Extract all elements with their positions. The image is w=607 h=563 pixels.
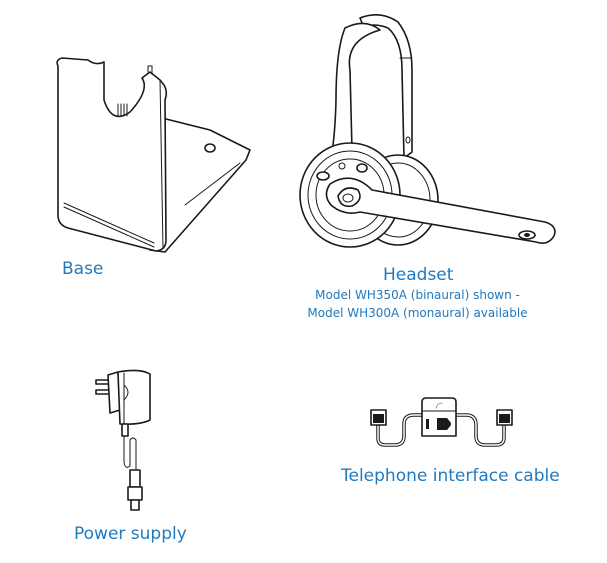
power-supply-label: Power supply [74,524,187,544]
headset-model-note-1: Model WH350A (binaural) shown - [315,288,520,302]
telephone-cable-label: Telephone interface cable [341,466,560,486]
base-label: Base [62,259,104,279]
headset-label: Headset [383,265,454,285]
headset-model-note-2: Model WH300A (monaural) available [307,306,528,320]
